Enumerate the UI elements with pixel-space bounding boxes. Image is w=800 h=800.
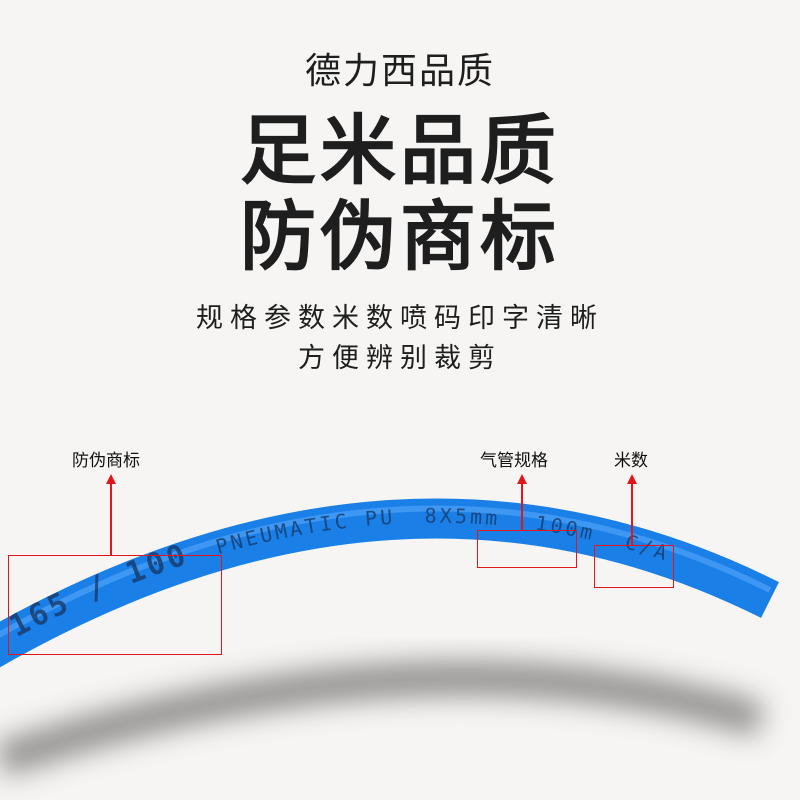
headline-2: 防伪商标	[240, 192, 560, 281]
callout-box-spec	[477, 530, 577, 568]
tube	[0, 498, 779, 668]
subtitle-1: 规格参数米数喷码印字清晰	[196, 303, 604, 334]
callout-label-trademark: 防伪商标	[72, 451, 140, 471]
arrow-up-icon	[106, 474, 116, 484]
callout-label-spec: 气管规格	[480, 451, 548, 471]
callout-line	[631, 482, 633, 545]
callout-box-length	[594, 545, 674, 588]
callout-line	[110, 482, 112, 555]
subtitle-2: 方便辨别裁剪	[298, 343, 502, 374]
callout-label-length: 米数	[614, 451, 648, 471]
tube-print-spec: 8X5mm	[425, 504, 502, 531]
tube-shadow	[0, 661, 765, 777]
brand-line: 德力西品质	[304, 51, 495, 92]
callout-box-trademark	[8, 555, 222, 655]
callout-line	[521, 482, 523, 530]
headline-1: 足米品质	[240, 106, 560, 195]
arrow-up-icon	[517, 474, 527, 484]
arrow-up-icon	[627, 474, 637, 484]
